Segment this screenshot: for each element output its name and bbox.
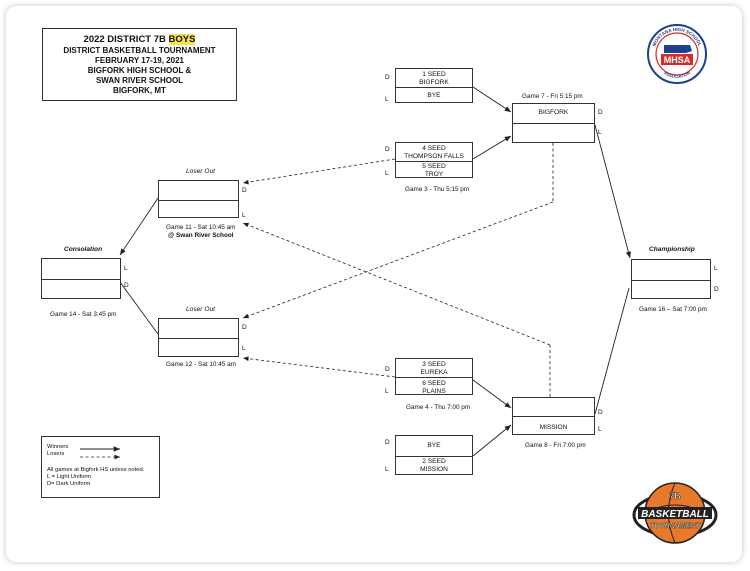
logo-7b: 7B — [669, 491, 681, 501]
legend-light: L = Light Uniform — [47, 474, 92, 480]
game12-title: Loser Out — [186, 306, 215, 313]
uniform-label: L — [598, 426, 602, 433]
slot-bye-top: BYE — [427, 92, 441, 99]
legend-box: Winners Losers All games at Bigfork HS u… — [41, 436, 160, 498]
uniform-label: D — [385, 366, 390, 373]
bracket-page — [6, 6, 742, 562]
game7-caption: Game 7 - Fri 5:15 pm — [522, 93, 583, 100]
bracket-box-game8: MISSION — [512, 397, 595, 435]
uniform-label: L — [385, 96, 389, 103]
game4-caption: Game 4 - Thu 7:00 pm — [406, 404, 471, 411]
tournament-basketball-logo: 7B BASKETBALL TOURNAMENT — [632, 477, 718, 549]
uniform-label: D — [242, 324, 247, 331]
title-line-3: FEBRUARY 17-19, 2021 — [95, 56, 184, 65]
uniform-label: L — [598, 129, 602, 136]
uniform-label: L — [242, 345, 246, 352]
game8-caption: Game 8 - Fri 7:00 pm — [525, 442, 586, 449]
title-line-2: DISTRICT BASKETBALL TOURNAMENT — [63, 46, 216, 55]
loser-arrow-game8 — [242, 222, 551, 346]
uniform-label: D — [714, 286, 719, 293]
title-line-1: 2022 DISTRICT 7B BOYS — [83, 34, 196, 45]
uniform-label: L — [714, 265, 718, 272]
uniform-label: D — [242, 187, 247, 194]
bracket-box-game11 — [158, 180, 239, 218]
tournament-title-box: 2022 DISTRICT 7B BOYS DISTRICT BASKETBAL… — [42, 28, 237, 101]
loser-arrow-game7 — [242, 201, 554, 319]
logo-tournament: TOURNAMENT — [650, 523, 700, 530]
winner-arrow-top-bye — [472, 86, 512, 113]
legend-dark: D= Dark Uniform — [47, 481, 91, 487]
loser-arrow-game4 — [242, 356, 396, 378]
uniform-label: D — [385, 74, 390, 81]
uniform-label: D — [598, 409, 603, 416]
uniform-label: D — [124, 282, 129, 289]
game16-title: Championship — [649, 246, 695, 253]
game16-caption: Game 16 – Sat 7:00 pm — [639, 306, 707, 313]
uniform-label: D — [385, 439, 390, 446]
game14-title: Consolation — [64, 246, 103, 253]
title-line-5: SWAN RIVER SCHOOL — [95, 76, 184, 85]
bracket-box-game16 — [631, 259, 711, 299]
game7-winner-slot: BIGFORK — [538, 109, 569, 116]
winner-arrow-game11 — [119, 197, 159, 256]
boys-highlight: BOYS — [168, 34, 196, 45]
uniform-label: D — [598, 109, 603, 116]
legend-note: All games at Bigfork HS unless noted. — [47, 467, 145, 473]
bracket-box-game14 — [41, 258, 121, 299]
winner-arrow-game4 — [472, 379, 512, 409]
loser-arrow-game3 — [242, 158, 396, 185]
uniform-label: L — [385, 466, 389, 473]
bracket-box-game12 — [158, 318, 239, 357]
title-line-4: BIGFORK HIGH SCHOOL & — [87, 66, 192, 75]
mhsa-text: MHSA — [664, 55, 691, 65]
game11-caption: Game 11 - Sat 10:45 am — [166, 224, 236, 231]
game8-loser-slot: MISSION — [539, 424, 568, 431]
winner-arrow-game3 — [472, 135, 512, 160]
uniform-label: D — [385, 146, 390, 153]
mhsa-logo: MONTANA HIGH SCHOOL ASSOCIATION MHSA — [646, 23, 708, 85]
uniform-label: L — [385, 170, 389, 177]
title-line-6: BIGFORK, MT — [113, 86, 166, 95]
logo-basketball: BASKETBALL — [641, 509, 709, 520]
game14-caption: Game 14 - Sat 3:45 pm — [50, 311, 117, 318]
uniform-label: L — [124, 265, 128, 272]
game11-venue: @ Swan River School — [168, 232, 234, 239]
game12-caption: Game 12 - Sat 10:45 am — [166, 361, 236, 368]
legend-winners: Winners — [47, 444, 69, 450]
winner-arrow-game7 — [594, 124, 632, 259]
winner-line-game8 — [594, 287, 630, 415]
slot-bye-bottom: BYE — [427, 442, 441, 449]
winner-line-game12 — [119, 281, 159, 335]
game11-title: Loser Out — [186, 168, 215, 175]
game3-caption: Game 3 - Thu 5:15 pm — [405, 186, 470, 193]
winner-arrow-bottom-bye — [472, 424, 512, 457]
uniform-label: L — [385, 388, 389, 395]
uniform-label: L — [242, 212, 246, 219]
svg-text:ASSOCIATION: ASSOCIATION — [663, 70, 691, 79]
bracket-box-game7: BIGFORK — [512, 103, 595, 143]
legend-losers: Losers — [47, 451, 65, 457]
